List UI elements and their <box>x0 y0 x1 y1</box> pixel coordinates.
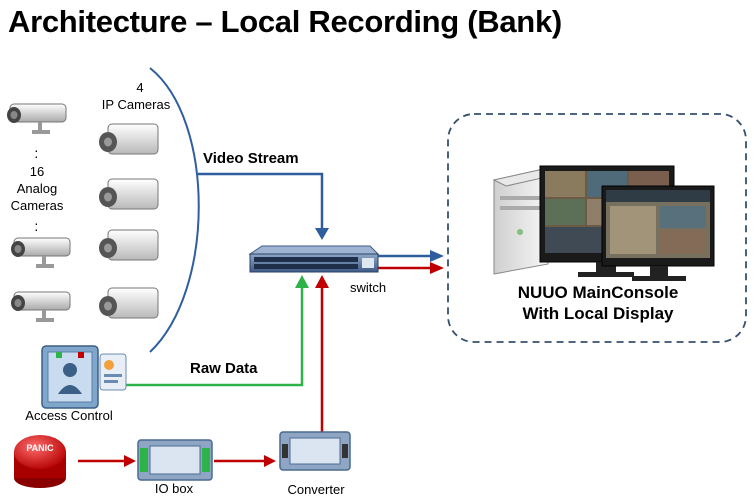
ip-camera-icon <box>99 123 159 155</box>
analog-cameras-label-line1: Analog <box>16 181 58 196</box>
analog-camera-icon <box>11 291 71 322</box>
panic-button-icon <box>14 435 66 488</box>
analog-camera-icon <box>11 237 71 268</box>
console-label-line1: NUUO MainConsole <box>517 283 679 302</box>
raw-data-arrow <box>120 285 304 387</box>
monitor-icon <box>601 185 715 281</box>
io-box-label: IO box <box>154 481 194 496</box>
ip-camera-icon <box>99 229 159 261</box>
panic-label: PANIC <box>26 443 54 453</box>
vertical-ellipsis-icon: ·· <box>34 142 39 164</box>
io-box-icon <box>137 439 213 481</box>
ip-camera-icon <box>99 287 159 319</box>
ip-cameras-label: IP Cameras <box>101 97 171 112</box>
converter-label: Converter <box>287 482 345 497</box>
ip-cameras-count: 4 <box>136 80 144 95</box>
pc-tower-icon <box>492 167 562 275</box>
console-label: NUUO MainConsole With Local Display <box>478 282 718 324</box>
console-group-box <box>447 113 747 343</box>
vertical-ellipsis-icon: ·· <box>34 215 39 237</box>
video-stream-arrow <box>198 172 324 230</box>
raw-data-label: Raw Data <box>190 360 258 377</box>
access-control-icon <box>41 345 127 409</box>
access-control-label: Access Control <box>25 408 113 423</box>
analog-cameras-count: 16 <box>29 164 45 179</box>
analog-cameras-label-line2: Cameras <box>10 198 64 213</box>
camera-separator-arc <box>149 67 200 353</box>
video-stream-label: Video Stream <box>203 150 299 167</box>
analog-camera-icon <box>7 103 67 134</box>
ip-camera-icon <box>99 178 159 210</box>
switch-label: switch <box>350 280 387 295</box>
page-title: Architecture – Local Recording (Bank) <box>8 4 562 39</box>
network-switch-icon <box>248 245 380 273</box>
converter-icon <box>279 431 351 471</box>
console-label-line2: With Local Display <box>522 304 674 323</box>
